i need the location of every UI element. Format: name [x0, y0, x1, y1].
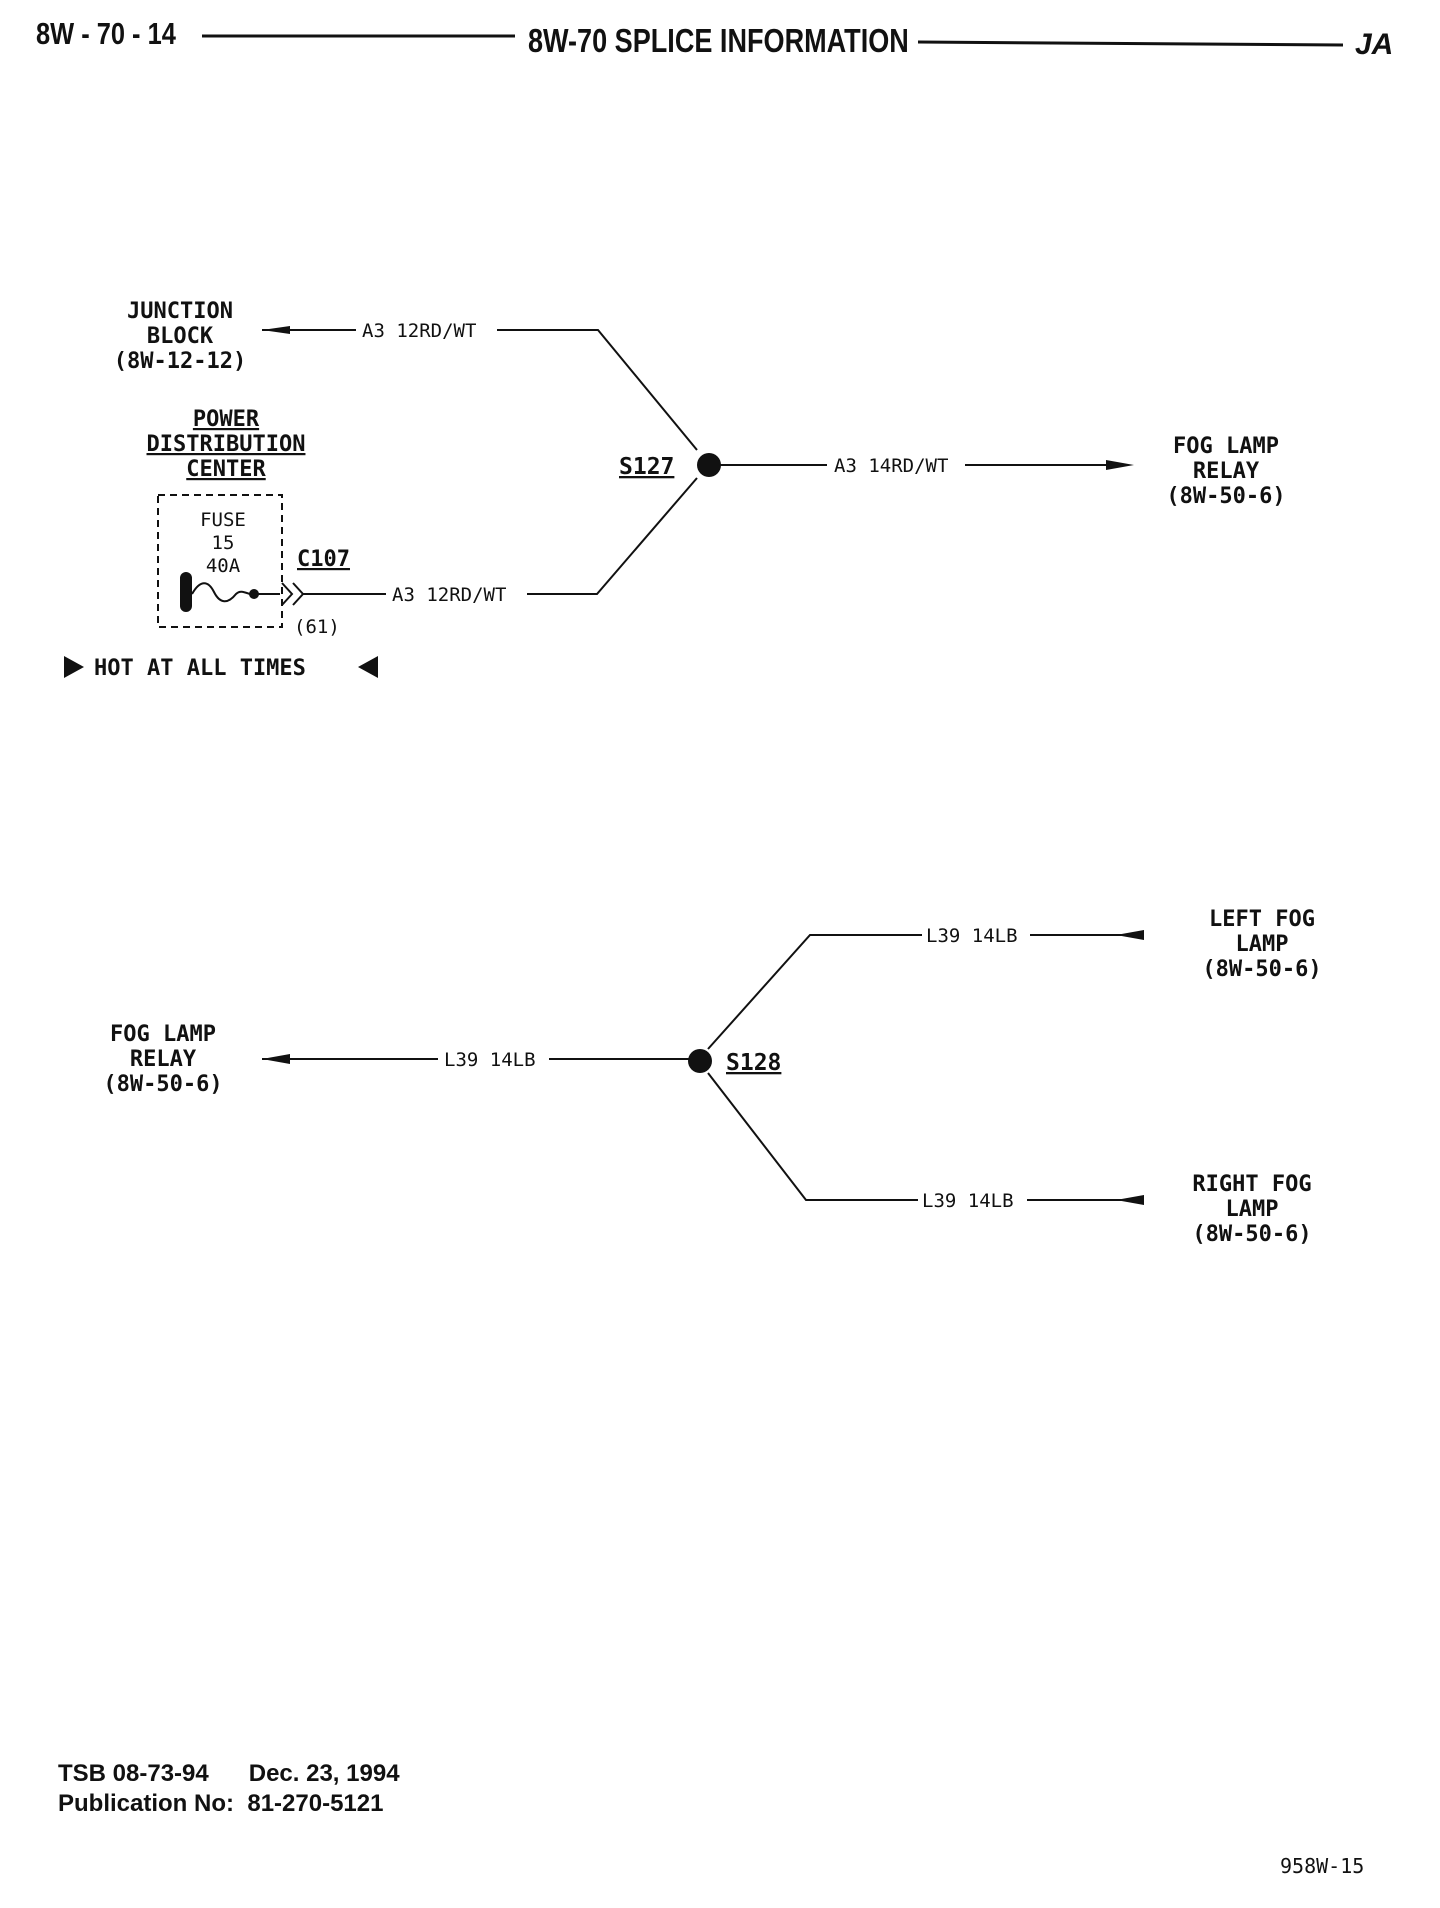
tsb-number: TSB 08-73-94	[58, 1760, 209, 1787]
fuse-rating: 40A	[206, 555, 241, 577]
wire-label-a3-top: A3 12RD/WT	[362, 320, 476, 342]
relay-bottom-line2: RELAY	[130, 1047, 197, 1072]
right-fog-lamp-line3: (8W-50-6)	[1192, 1222, 1311, 1247]
hot-note-arrow-left-icon	[358, 656, 378, 678]
relay-top-line3: (8W-50-6)	[1166, 484, 1285, 509]
page-title: 8W-70 SPLICE INFORMATION	[528, 22, 909, 59]
pdc-dashed-box	[157, 494, 283, 628]
relay-top-line2: RELAY	[1193, 459, 1260, 484]
left-fog-lamp-line3: (8W-50-6)	[1202, 957, 1321, 982]
pdc-line3: CENTER	[186, 457, 266, 482]
figure-id: 958W-15	[1280, 1854, 1365, 1878]
splice-s127-label: S127	[619, 454, 674, 480]
relay-top-line1: FOG LAMP	[1173, 434, 1279, 459]
relay-bottom-line3: (8W-50-6)	[103, 1072, 222, 1097]
footer-publication-line: Publication No: 81-270-5121	[58, 1790, 383, 1818]
connector-cavity-label: (61)	[294, 616, 340, 638]
junction-block-label: JUNCTION BLOCK (8W-12-12)	[114, 299, 246, 374]
left-fog-lamp-line1: LEFT FOG	[1209, 907, 1315, 932]
publication-label: Publication No:	[58, 1790, 234, 1817]
wire-label-l39-left: L39 14LB	[926, 925, 1018, 947]
relay-bottom-line1: FOG LAMP	[110, 1022, 216, 1047]
connector-c107-label: C107	[297, 547, 350, 572]
header-rule-right	[917, 40, 1344, 47]
left-fog-lamp-label: LEFT FOG LAMP (8W-50-6)	[1202, 907, 1321, 982]
junction-block-line2: BLOCK	[147, 324, 214, 349]
right-fog-lamp-arrow-icon	[1116, 1195, 1144, 1205]
fuse-label: FUSE	[200, 509, 246, 531]
publication-number: 81-270-5121	[247, 1790, 384, 1817]
connector-c107-icon	[281, 582, 305, 606]
left-fog-lamp-line2: LAMP	[1236, 932, 1289, 957]
fuse-bus-bar	[180, 572, 192, 612]
wire-a3-bottom-segment2	[527, 477, 698, 595]
wire-l39-right-segment1	[707, 1072, 918, 1201]
right-fog-lamp-label: RIGHT FOG LAMP (8W-50-6)	[1192, 1172, 1311, 1247]
splice-s128-label: S128	[726, 1050, 781, 1076]
right-fog-lamp-line1: RIGHT FOG	[1192, 1172, 1311, 1197]
wire-a3-top-segment2	[497, 329, 698, 451]
fog-lamp-relay-label-top: FOG LAMP RELAY (8W-50-6)	[1166, 434, 1285, 509]
wire-l39-left-segment1	[707, 934, 922, 1050]
hot-at-all-times-note: HOT AT ALL TIMES	[94, 656, 306, 681]
junction-block-line3: (8W-12-12)	[114, 349, 246, 374]
wire-label-a3-out: A3 14RD/WT	[834, 455, 948, 477]
pdc-line2: DISTRIBUTION	[147, 432, 306, 457]
wire-label-l39-right: L39 14LB	[922, 1190, 1014, 1212]
left-fog-lamp-arrow-icon	[1116, 930, 1144, 940]
splice-s128-dot	[688, 1049, 712, 1073]
wire-label-l39-out: L39 14LB	[444, 1049, 536, 1071]
power-distribution-center-label: POWER DISTRIBUTION CENTER	[147, 407, 306, 482]
pdc-line1: POWER	[193, 407, 260, 432]
fuse-icon	[191, 582, 251, 603]
right-fog-lamp-line2: LAMP	[1226, 1197, 1279, 1222]
model-code: JA	[1355, 28, 1394, 61]
junction-block-line1: JUNCTION	[127, 299, 233, 324]
fog-lamp-relay-label-bottom: FOG LAMP RELAY (8W-50-6)	[103, 1022, 222, 1097]
tsb-date: Dec. 23, 1994	[248, 1760, 400, 1787]
page-number: 8W - 70 - 14	[36, 16, 176, 51]
fuse-number: 15	[212, 532, 235, 554]
fog-lamp-relay-arrow-icon	[1106, 460, 1134, 470]
footer-tsb-line: TSB 08-73-94 Dec. 23, 1994	[58, 1760, 400, 1788]
wire-label-a3-bottom: A3 12RD/WT	[392, 584, 506, 606]
hot-note-arrow-right-icon	[64, 656, 84, 678]
